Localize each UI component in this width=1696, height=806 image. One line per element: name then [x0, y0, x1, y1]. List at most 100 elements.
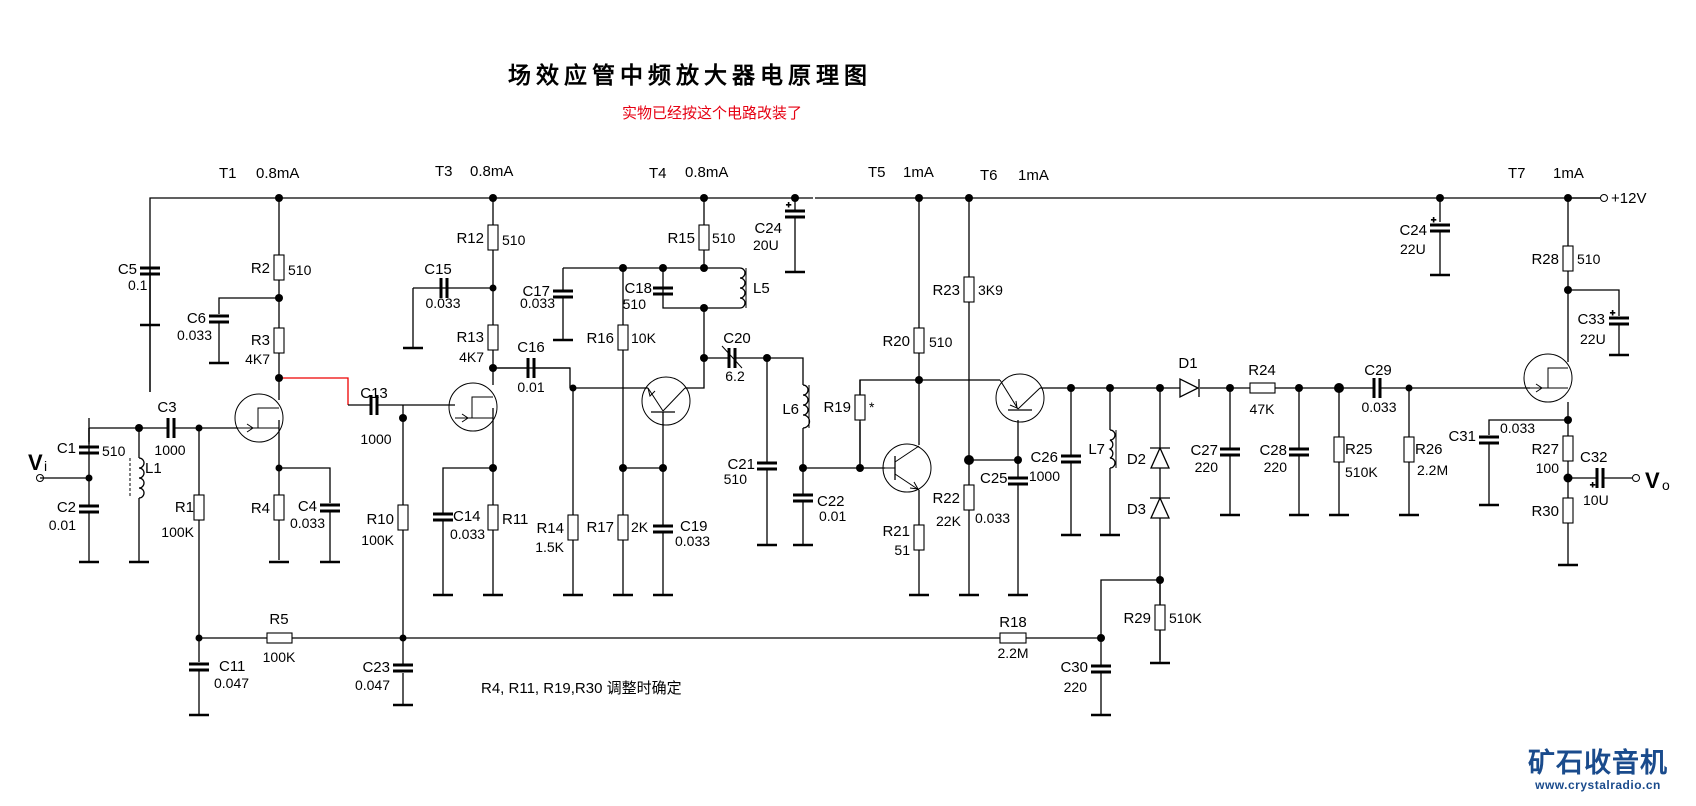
capacitor-label-C2: C2 — [57, 499, 76, 516]
resistor-R25 — [1333, 436, 1345, 463]
transistor-ref: T5 — [868, 164, 886, 181]
capacitor-C25 — [1008, 476, 1028, 486]
capacitor-label-C19: C19 — [680, 518, 708, 535]
output-terminal[interactable] — [1632, 474, 1640, 482]
capacitor-C18 — [653, 286, 673, 296]
supply-voltage: +12V — [1611, 190, 1646, 207]
input-label: V — [28, 450, 43, 475]
capacitor-value-C22: 0.01 — [819, 508, 846, 524]
resistor-label-R22: R22 — [932, 490, 960, 507]
resistor-value-R2: 510 — [288, 262, 312, 278]
resistor-value-R18: 2.2M — [997, 645, 1028, 661]
resistor-R12 — [487, 224, 499, 251]
capacitor-label-C20: C20 — [723, 330, 751, 347]
diagram-subtitle: 实物已经按这个电路改装了 — [622, 105, 803, 122]
capacitor-C14 — [433, 512, 453, 522]
capacitor-value-C23: 0.047 — [355, 677, 390, 693]
resistor-value-R28: 510 — [1577, 251, 1601, 267]
resistor-label-R17: R17 — [586, 519, 614, 536]
svg-text:+: + — [1590, 480, 1595, 490]
transistor-ref: T4 — [649, 165, 667, 182]
resistor-label-R28: R28 — [1531, 251, 1559, 268]
capacitor-C3 — [166, 418, 176, 438]
capacitor-value-C26: 1000 — [1029, 468, 1060, 484]
capacitor-C17 — [553, 289, 573, 299]
inductors — [129, 267, 1117, 499]
input-terminal[interactable] — [36, 474, 44, 482]
resistor-R4 — [273, 494, 285, 521]
resistor-label-R14: R14 — [536, 520, 564, 537]
transistor-T7 — [1523, 353, 1573, 403]
resistor-R1 — [193, 494, 205, 521]
supply-terminal[interactable] — [1600, 194, 1608, 202]
diode-D2 — [1149, 446, 1171, 469]
resistor-value-R17: 2K — [631, 519, 649, 535]
capacitor-label-C4: C4 — [298, 498, 317, 515]
capacitor-C27 — [1220, 447, 1240, 457]
resistor-label-R24: R24 — [1248, 362, 1276, 379]
resistor-value-R15: 510 — [712, 230, 736, 246]
resistor-value-R22: 22K — [936, 513, 962, 529]
capacitor-C22 — [793, 493, 813, 503]
transistor-T3 — [448, 382, 498, 432]
capacitor-C16 — [526, 358, 536, 378]
capacitor-label-C33: C33 — [1577, 311, 1605, 328]
capacitor-value-C25: 0.033 — [975, 510, 1010, 526]
resistor-label-R25: R25 — [1345, 441, 1373, 458]
capacitor-value-C16: 0.01 — [517, 379, 544, 395]
capacitor-value-C20: 6.2 — [725, 368, 745, 384]
diodes — [1149, 377, 1200, 519]
resistor-label-R18: R18 — [999, 614, 1027, 631]
capacitor-value-C14: 0.033 — [450, 526, 485, 542]
resistor-label-R21: R21 — [882, 523, 910, 540]
capacitor-value-C30: 220 — [1064, 679, 1088, 695]
capacitor-label-C21: C21 — [727, 456, 755, 473]
resistor-R18 — [999, 632, 1027, 644]
resistor-R14 — [567, 514, 579, 541]
resistor-R16 — [617, 324, 629, 351]
capacitor-label-C13: C13 — [360, 385, 388, 402]
resistor-value-R16: 10K — [631, 330, 657, 346]
resistor-value-R25: 510K — [1345, 464, 1378, 480]
capacitor-label-C11: C11 — [219, 658, 245, 675]
capacitor-C24a — [785, 209, 805, 219]
diode-label-D3: D3 — [1127, 501, 1146, 518]
resistor-R26 — [1403, 436, 1415, 463]
capacitor-label-C22: C22 — [817, 493, 845, 510]
resistor-R13 — [487, 324, 499, 351]
capacitor-label-C30: C30 — [1060, 659, 1088, 676]
capacitor-label-C26: C26 — [1030, 449, 1058, 466]
resistor-R23 — [963, 276, 975, 303]
capacitor-value-C3: 1000 — [154, 442, 185, 458]
resistor-value-R21: 51 — [894, 542, 910, 558]
capacitor-C21 — [757, 461, 777, 471]
capacitor-C6 — [209, 314, 229, 324]
capacitor-value-C19: 0.033 — [675, 533, 710, 549]
transistor-ref: T6 — [980, 167, 998, 184]
resistor-value-R23: 3K9 — [978, 282, 1003, 298]
transistor-current: 1mA — [1553, 165, 1584, 182]
transistors — [234, 353, 1573, 493]
inductor-label-L5: L5 — [753, 280, 770, 297]
site-logo: 矿石收音机 www.crystalradio.cn — [1528, 748, 1668, 792]
transistor-current: 0.8mA — [685, 164, 728, 181]
capacitor-C1 — [79, 445, 99, 455]
capacitor-label-C3: C3 — [157, 399, 176, 416]
labels: T1 0.8mA T3 0.8mA T4 0.8mA T5 1mA T6 1mA… — [28, 163, 1670, 697]
capacitor-value-C33: 22U — [1580, 331, 1606, 347]
resistor-label-R3: R3 — [251, 332, 270, 349]
resistor-R15 — [698, 224, 710, 251]
capacitor-label-C24a: C24 — [754, 220, 782, 237]
resistor-label-R13: R13 — [456, 329, 484, 346]
resistor-R29 — [1154, 604, 1166, 631]
resistor-label-R11: R11 — [502, 511, 528, 528]
resistor-label-R30: R30 — [1531, 503, 1559, 520]
resistor-label-R19: R19 — [823, 399, 851, 416]
transistor-ref: T1 — [219, 165, 237, 182]
resistor-label-R23: R23 — [932, 282, 960, 299]
junctions — [85, 194, 1573, 642]
capacitor-C5 — [140, 266, 160, 276]
inductor-L7 — [1108, 429, 1116, 469]
capacitor-value-C28: 220 — [1264, 459, 1288, 475]
capacitor-C28 — [1289, 447, 1309, 457]
